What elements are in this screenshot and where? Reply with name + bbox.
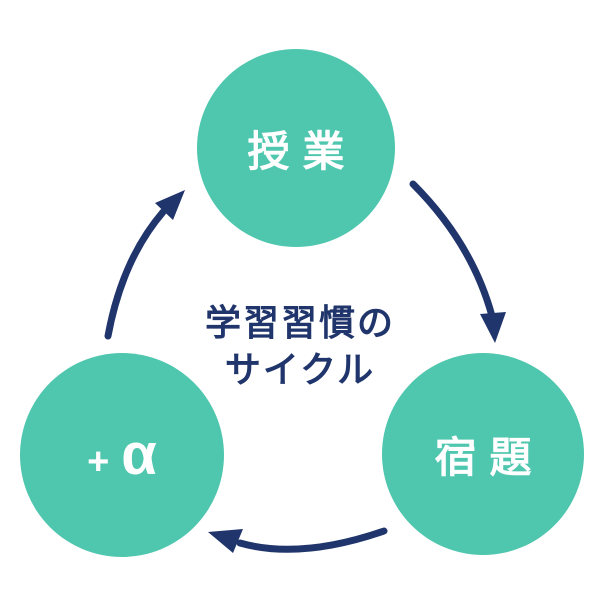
diagram-title-line2: サイクル xyxy=(224,349,376,390)
node-extra-label: + α xyxy=(87,426,157,484)
node-extra-plus-sign: + xyxy=(87,441,110,483)
node-class-circle: 授業 xyxy=(197,49,395,247)
diagram-title: 学習習慣の サイクル xyxy=(0,299,600,393)
node-homework-circle: 宿題 xyxy=(382,353,584,555)
arrow-homework-to-extra-icon xyxy=(208,527,388,553)
node-extra-circle: + α xyxy=(20,353,224,557)
node-homework-label: 宿題 xyxy=(434,433,545,481)
node-class-label: 授業 xyxy=(247,127,358,175)
arrow-class-to-homework-icon xyxy=(409,180,506,343)
arrow-extra-to-class-icon xyxy=(104,190,185,340)
diagram-title-line1: 学習習慣の xyxy=(204,302,395,343)
node-extra-alpha-sign: α xyxy=(121,422,157,487)
